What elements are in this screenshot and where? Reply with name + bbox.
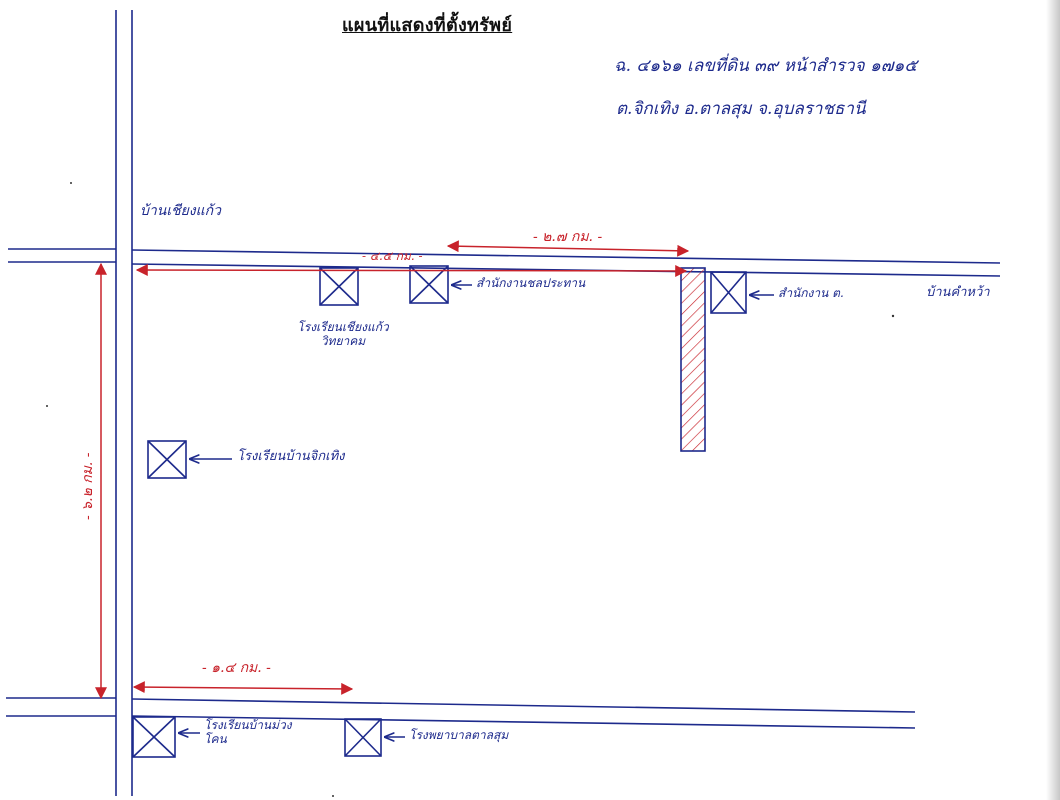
distance-arrow-top-left: [135, 264, 688, 277]
pointer-arrows: [179, 285, 774, 737]
landmark-boxes: [132, 265, 747, 758]
box-subdistrict-office: [710, 271, 747, 314]
distance-label-top-left: - ๔.๕ กม. -: [362, 249, 423, 263]
label-irrigation-office: สำนักงานชลประทาน: [476, 276, 586, 290]
box-school-chiang-kaew: [319, 267, 359, 306]
stray-marks: [46, 182, 895, 797]
distance-arrows: [95, 240, 690, 700]
top-road-upper-edge-right: [131, 249, 1001, 264]
roads: [6, 10, 1001, 796]
property-parcel: [680, 267, 706, 452]
deed-info-line-1: ฉ. ๔๑๖๑ เลขที่ดิน ๓๙ หน้าสำรวจ ๑๗๑๕: [614, 56, 918, 76]
bottom-road-lower-edge-right: [131, 715, 916, 729]
box-hospital: [344, 718, 382, 757]
box-school-bottom-left: [132, 716, 176, 758]
box-irrigation-office: [409, 265, 449, 304]
label-subdistrict-office: สำนักงาน ต.: [778, 286, 844, 300]
distance-label-bottom: - ๑.๔ กม. -: [202, 660, 271, 676]
map-title: แผนที่แสดงที่ตั้งทรัพย์: [342, 15, 513, 36]
bottom-road-upper-edge-right: [131, 698, 916, 713]
label-school-jik-thoeng: โรงเรียนบ้านจิกเทิง: [237, 449, 345, 464]
label-village-kham-wa: บ้านคำหว้า: [926, 285, 990, 300]
label-village-chiang-kaew: บ้านเชียงแก้ว: [140, 203, 222, 219]
distance-arrow-bottom: [132, 681, 354, 695]
distance-arrow-top-right: [446, 240, 690, 257]
distance-label-vertical: - ๖.๒ กม. -: [80, 452, 96, 520]
label-school-chiang-kaew: โรงเรียนเชียงแก้ววิทยาคม: [297, 320, 389, 348]
distance-label-top-right: - ๒.๗ กม. -: [533, 229, 603, 245]
deed-info-line-2: ต.จิกเทิง อ.ตาลสุม จ.อุบลราชธานี: [616, 99, 866, 119]
label-school-bottom-left: โรงเรียนบ้านม่วงโคน: [204, 718, 292, 746]
box-school-jik-thoeng: [147, 440, 187, 479]
label-hospital: โรงพยาบาลตาลสุม: [409, 728, 509, 742]
